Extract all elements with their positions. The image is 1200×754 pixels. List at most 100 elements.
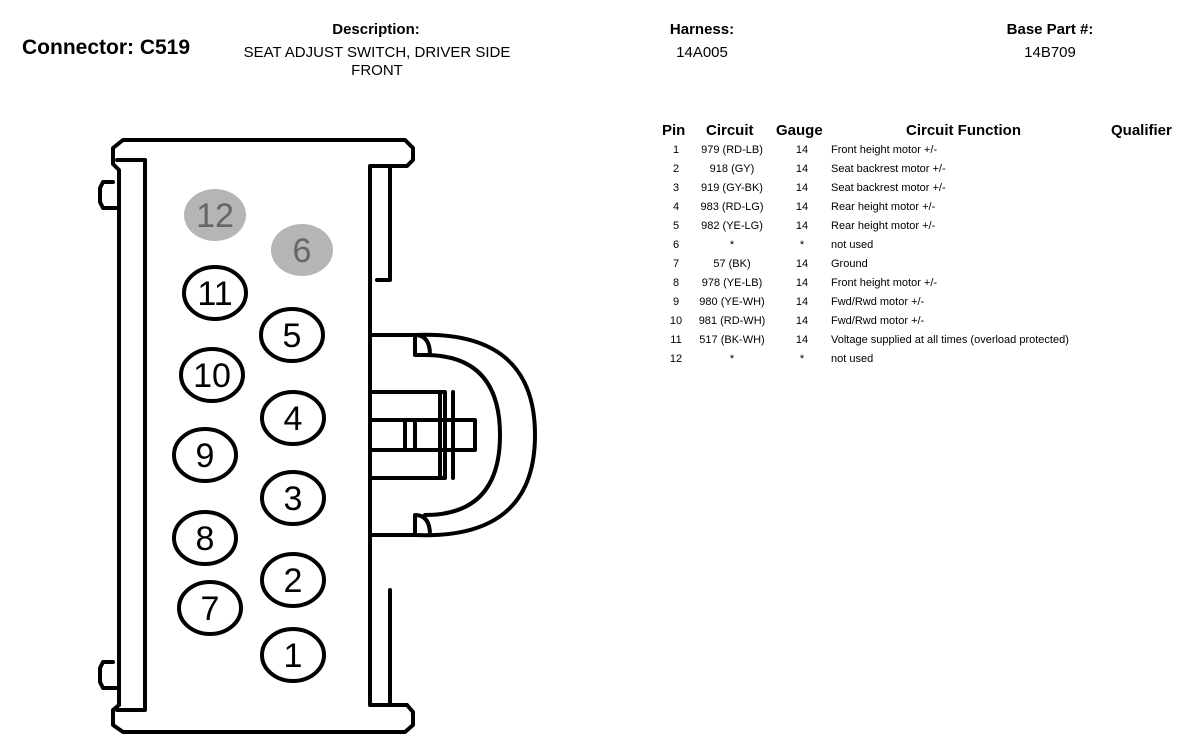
base-part-value: 14B709 <box>1024 44 1076 61</box>
table-row: 9 980 (YE-WH) 14 Fwd/Rwd motor +/- <box>656 296 1196 315</box>
pin-10: 10 <box>179 347 245 403</box>
pin-cell: 9 <box>672 296 680 308</box>
pin-label: 1 <box>284 637 303 675</box>
gauge-cell: 14 <box>795 296 809 308</box>
circuit-cell: * <box>729 353 735 365</box>
pin-12: 12 <box>184 189 246 241</box>
base-part-label: Base Part #: <box>1006 21 1094 38</box>
pin-cell: 3 <box>672 182 680 194</box>
pin-circle <box>179 347 245 403</box>
pin-2: 2 <box>260 552 326 608</box>
pin-label: 11 <box>197 275 232 313</box>
circuit-cell: 978 (YE-LB) <box>701 277 763 289</box>
pin-cell: 8 <box>672 277 680 289</box>
pin-label: 12 <box>196 197 234 235</box>
harness-value: 14A005 <box>676 44 728 61</box>
pin-group: 12 6 11 5 10 4 9 3 8 2 7 1 <box>172 189 333 683</box>
pin-cell: 7 <box>672 258 680 270</box>
function-cell: not used <box>831 239 874 251</box>
pin-cell: 1 <box>672 144 680 156</box>
pin-circle <box>260 470 326 526</box>
pin-4: 4 <box>260 390 326 446</box>
pin-5: 5 <box>259 307 325 363</box>
pin-circle <box>172 510 238 566</box>
circuit-cell: 517 (BK-WH) <box>699 334 765 346</box>
pin-circle <box>260 627 326 683</box>
circuit-cell: 918 (GY) <box>709 163 755 175</box>
gauge-cell: * <box>799 353 805 365</box>
pin-label: 7 <box>201 590 220 628</box>
pin-3: 3 <box>260 470 326 526</box>
gauge-cell: 14 <box>795 201 809 213</box>
connector-title: Connector: C519 <box>22 36 191 59</box>
table-row: 6**not used <box>656 239 1196 258</box>
function-cell: Rear height motor +/- <box>831 201 936 213</box>
pin-8: 8 <box>172 510 238 566</box>
pin-circle <box>184 189 246 241</box>
connector-face-diagram: 12 6 11 5 10 4 9 3 8 2 7 1 <box>98 138 537 734</box>
gauge-cell: * <box>799 239 805 251</box>
function-cell: Seat backrest motor +/- <box>831 163 946 175</box>
pin-cell: 5 <box>672 220 680 232</box>
gauge-cell: 14 <box>795 315 809 327</box>
pin-circle <box>177 580 243 636</box>
circuit-cell: 982 (YE-LG) <box>701 220 763 232</box>
header-pin: Pin <box>662 122 686 139</box>
pin-circle <box>260 390 326 446</box>
function-cell: Front height motor +/- <box>831 277 938 289</box>
function-cell: Rear height motor +/- <box>831 220 936 232</box>
connector-housing <box>98 138 537 734</box>
pin-1: 1 <box>260 627 326 683</box>
pin-circle <box>182 265 248 321</box>
pin-label: 8 <box>196 520 215 558</box>
gauge-cell: 14 <box>795 277 809 289</box>
function-cell: Voltage supplied at all times (overload … <box>831 334 1069 346</box>
table-row: 3 919 (GY-BK) 14 Seat backrest motor +/- <box>656 182 1196 201</box>
table-row: 10 981 (RD-WH) 14 Fwd/Rwd motor +/- <box>656 315 1196 334</box>
header-qualifier: Qualifier <box>1111 122 1172 139</box>
circuit-cell: 981 (RD-WH) <box>698 315 766 327</box>
circuit-cell: 919 (GY-BK) <box>701 182 763 194</box>
table-row: 8 978 (YE-LB) 14 Front height motor +/- <box>656 277 1196 296</box>
pin-circle <box>172 427 238 483</box>
circuit-cell: * <box>729 239 735 251</box>
gauge-cell: 14 <box>795 334 809 346</box>
function-cell: Fwd/Rwd motor +/- <box>831 315 925 327</box>
pin-label: 10 <box>193 357 231 395</box>
pin-circle <box>260 552 326 608</box>
circuit-cell: 980 (YE-WH) <box>699 296 765 308</box>
gauge-cell: 14 <box>795 182 809 194</box>
table-row: 1 979 (RD-LB) 14 Front height motor +/- <box>656 144 1196 163</box>
function-cell: Front height motor +/- <box>831 144 938 156</box>
harness-label: Harness: <box>669 21 735 38</box>
function-cell: not used <box>831 353 874 365</box>
pin-6: 6 <box>271 224 333 276</box>
pin-label: 9 <box>196 437 215 475</box>
description-value: SEAT ADJUST SWITCH, DRIVER SIDE FRONT <box>243 44 511 79</box>
pin-label: 3 <box>284 480 303 518</box>
description-label: Description: <box>332 21 420 38</box>
pin-label: 6 <box>293 232 312 270</box>
table-row: 12**not used <box>656 353 1196 372</box>
pin-label: 5 <box>283 317 302 355</box>
header-circuit: Circuit <box>706 122 754 139</box>
pin-7: 7 <box>177 580 243 636</box>
gauge-cell: 14 <box>795 220 809 232</box>
function-cell: Fwd/Rwd motor +/- <box>831 296 925 308</box>
pin-label: 2 <box>284 562 303 600</box>
gauge-cell: 14 <box>795 144 809 156</box>
function-cell: Seat backrest motor +/- <box>831 182 946 194</box>
circuit-cell: 979 (RD-LB) <box>701 144 763 156</box>
circuit-cell: 983 (RD-LG) <box>700 201 764 213</box>
table-row: 5 982 (YE-LG) 14 Rear height motor +/- <box>656 220 1196 239</box>
gauge-cell: 14 <box>795 258 809 270</box>
pin-circle <box>259 307 325 363</box>
pin-label: 4 <box>284 400 303 438</box>
pin-cell: 11 <box>670 334 682 346</box>
pin-cell: 2 <box>672 163 680 175</box>
pin-cell: 10 <box>669 315 683 327</box>
pin-11: 11 <box>182 265 248 321</box>
pin-cell: 4 <box>672 201 680 213</box>
